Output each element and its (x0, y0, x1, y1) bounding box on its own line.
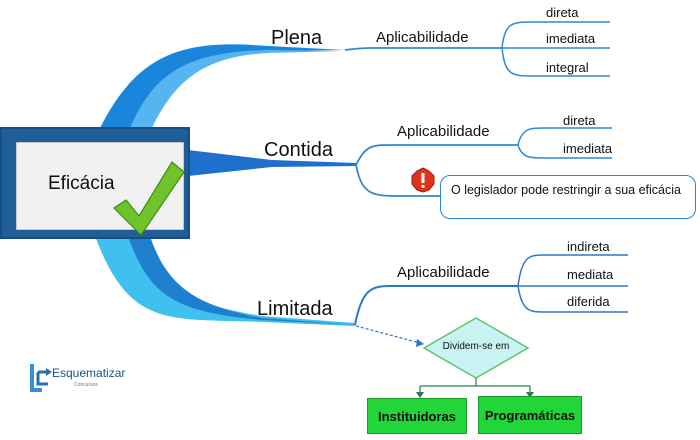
leaf-limitada-2: mediata (567, 267, 614, 282)
option-label-instituidoras: Instituidoras (377, 408, 456, 424)
dashed-connector (355, 325, 425, 345)
warning-icon (411, 167, 435, 193)
center-node-inner (16, 142, 184, 230)
leaf-limitada-1: indireta (567, 239, 610, 254)
branch-limitada-shape (95, 236, 355, 326)
logo-text: Esquematizar (52, 366, 126, 380)
option-box-programaticas: Programáticas (478, 396, 582, 434)
branch-label-plena: Plena (271, 27, 323, 49)
option-box-instituidoras: Instituidoras (367, 398, 467, 434)
option-label-programaticas: Programáticas (484, 407, 576, 423)
leaf-contida-2: imediata (563, 141, 613, 156)
decision-label: Dividem-se em (442, 341, 510, 352)
leaf-plena-3: integral (546, 60, 589, 75)
center-node: Eficácia (0, 127, 190, 239)
leaf-plena-2: imediata (546, 31, 596, 46)
sub-label-limitada: Aplicabilidade (397, 264, 490, 281)
logo: Esquematizar Concursos (28, 360, 138, 400)
logo-tagline: Concursos (74, 382, 98, 388)
center-node-label: Eficácia (48, 173, 115, 194)
note-box: O legislador pode restringir a sua eficá… (440, 175, 696, 219)
sub-label-contida: Aplicabilidade (397, 123, 490, 140)
branch-label-contida: Contida (264, 139, 333, 161)
logo-icon (30, 364, 52, 392)
checkmark-icon (113, 161, 185, 236)
branch-contida-shape (188, 150, 356, 176)
leaf-contida-1: direta (563, 113, 596, 128)
note-text: O legislador pode restringir a sua eficá… (451, 183, 681, 197)
branch-label-limitada: Limitada (257, 298, 333, 320)
leaf-limitada-3: diferida (567, 294, 610, 309)
sub-label-plena: Aplicabilidade (376, 29, 469, 46)
leaf-plena-1: direta (546, 5, 579, 20)
branch-plena-shape (100, 44, 345, 128)
